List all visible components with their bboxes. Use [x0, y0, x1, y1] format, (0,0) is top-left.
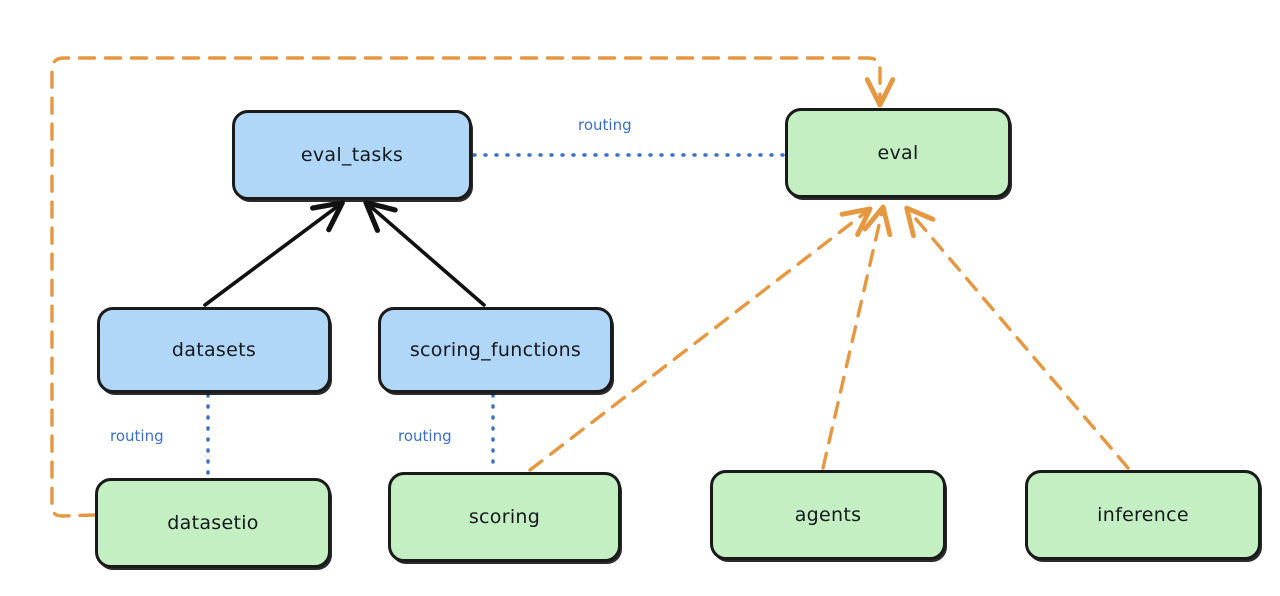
node-datasets[interactable]: datasets [97, 307, 331, 393]
node-label: inference [1097, 504, 1189, 526]
edge-scoring_functions-to-eval_tasks [363, 199, 486, 307]
edge-scoring-to-eval [528, 206, 873, 472]
edge-datasets-to-eval_tasks [203, 200, 345, 307]
node-eval[interactable]: eval [785, 108, 1011, 198]
node-scoring-functions[interactable]: scoring_functions [378, 307, 613, 393]
edge-inference-to-eval [904, 205, 1130, 470]
edge-label-routing-datasetio: routing [110, 427, 164, 445]
edge-label-routing-scoring: routing [398, 427, 452, 445]
node-scoring[interactable]: scoring [388, 472, 621, 562]
node-label: eval_tasks [300, 144, 404, 166]
edge-label-routing-eval: routing [578, 116, 632, 134]
node-agents[interactable]: agents [710, 470, 946, 560]
node-label: datasets [171, 339, 257, 361]
node-datasetio[interactable]: datasetio [95, 478, 331, 568]
node-label: scoring_functions [409, 339, 582, 361]
edge-datasetio-to-eval [50, 56, 896, 518]
node-label: datasetio [167, 512, 259, 534]
edge-agents-to-eval [821, 204, 893, 470]
node-label: eval [877, 142, 919, 164]
node-inference[interactable]: inference [1025, 470, 1261, 560]
node-label: scoring [468, 506, 541, 528]
node-label: agents [794, 504, 862, 526]
node-eval-tasks[interactable]: eval_tasks [232, 110, 472, 200]
